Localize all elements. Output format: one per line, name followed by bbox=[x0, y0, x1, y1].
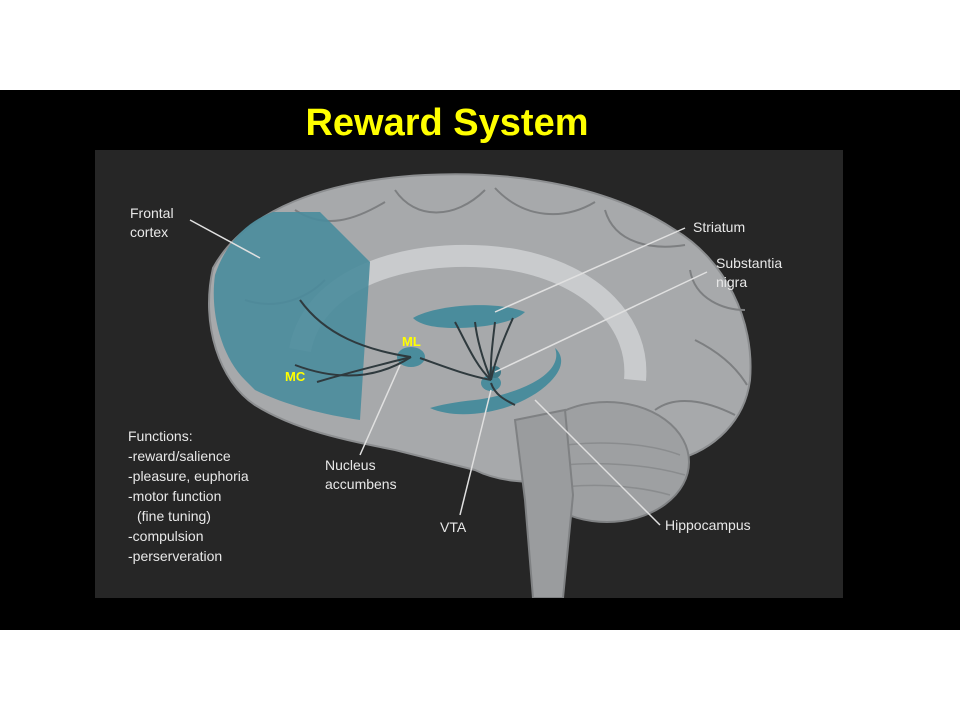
function-item: -compulsion bbox=[128, 528, 203, 544]
hippocampus-label: Hippocampus bbox=[665, 517, 751, 533]
frontal-cortex-region bbox=[213, 212, 370, 420]
dopamine-pathways bbox=[294, 299, 516, 406]
function-item: -reward/salience bbox=[128, 448, 231, 464]
brain-illustration: Frontal cortex Striatum Substantia nigra… bbox=[128, 173, 786, 598]
function-item: -pleasure, euphoria bbox=[128, 468, 249, 484]
hippocampus-region bbox=[430, 348, 562, 415]
function-item: (fine tuning) bbox=[137, 508, 211, 524]
brain-diagram: Frontal cortex Striatum Substantia nigra… bbox=[95, 150, 843, 598]
nucleus-accumbens-label: Nucleus accumbens bbox=[325, 457, 397, 492]
mc-marker: MC bbox=[285, 369, 306, 384]
leader-lines bbox=[189, 219, 708, 526]
vta-label: VTA bbox=[440, 519, 467, 535]
slide-title: Reward System bbox=[305, 102, 589, 144]
frontal-cortex-label: Frontal cortex bbox=[130, 205, 177, 240]
brainstem bbox=[513, 408, 575, 598]
ml-marker: ML bbox=[402, 334, 421, 349]
functions-heading: Functions: bbox=[128, 428, 193, 444]
functions-list: Functions: -reward/salience -pleasure, e… bbox=[128, 428, 253, 564]
striatum-label: Striatum bbox=[693, 219, 745, 235]
function-item: -perserveration bbox=[128, 548, 222, 564]
function-item: -motor function bbox=[128, 488, 221, 504]
substantia-nigra-label: Substantia nigra bbox=[716, 255, 786, 290]
